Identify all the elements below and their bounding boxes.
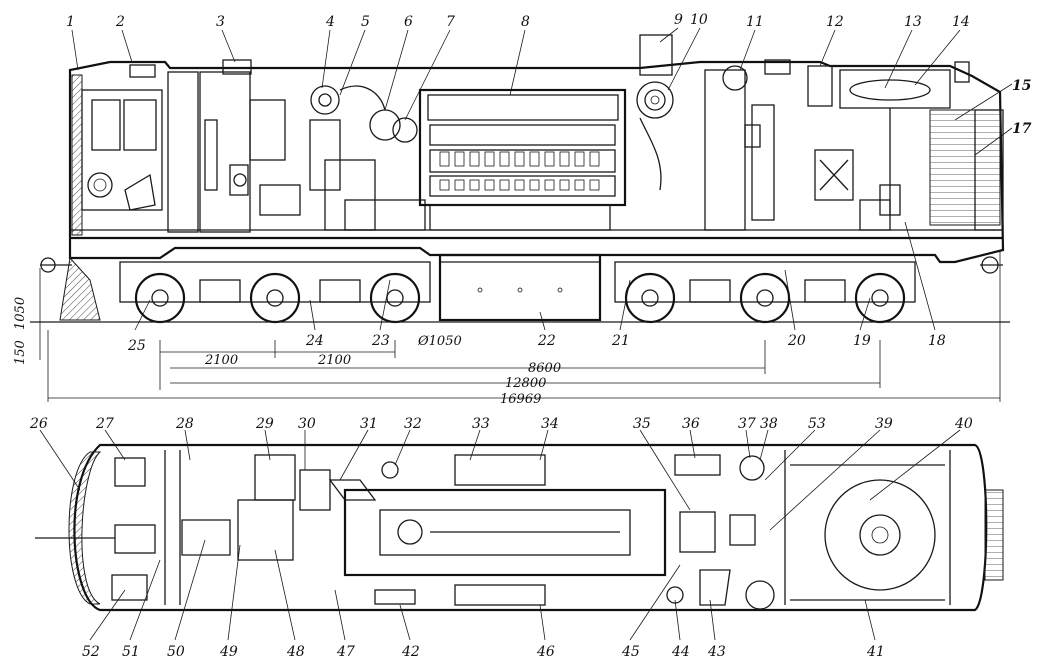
callout-8: 8 bbox=[521, 14, 530, 30]
callout-5: 5 bbox=[361, 14, 370, 30]
callout-42: 42 bbox=[401, 644, 420, 660]
callout-15: 15 bbox=[1012, 78, 1031, 94]
cooling-section bbox=[807, 61, 1004, 231]
callout-38: 38 bbox=[760, 416, 778, 432]
engine-plan bbox=[343, 488, 667, 577]
callout-48: 48 bbox=[286, 644, 305, 660]
callout-7: 7 bbox=[446, 14, 455, 30]
callout-34: 34 bbox=[541, 416, 559, 432]
dim-8600: 8600 bbox=[528, 361, 561, 376]
callout-12: 12 bbox=[826, 14, 844, 30]
callouts-bottom: 26 27 28 29 30 31 32 33 34 35 36 37 38 5… bbox=[29, 416, 973, 660]
diesel-engine bbox=[418, 88, 627, 231]
callout-51: 51 bbox=[122, 644, 140, 660]
callout-47: 47 bbox=[336, 644, 355, 660]
body-outline bbox=[68, 60, 1005, 264]
callout-36: 36 bbox=[682, 416, 700, 432]
callout-14: 14 bbox=[952, 14, 970, 30]
callout-28: 28 bbox=[175, 416, 194, 432]
callout-30: 30 bbox=[298, 416, 316, 432]
callout-45: 45 bbox=[621, 644, 640, 660]
callout-10: 10 bbox=[690, 12, 708, 28]
callout-6: 6 bbox=[404, 14, 413, 30]
callout-3: 3 bbox=[216, 14, 225, 30]
dim-12800: 12800 bbox=[505, 376, 546, 391]
plan-view bbox=[35, 443, 1004, 612]
front-pilot bbox=[40, 256, 1003, 321]
callout-53: 53 bbox=[808, 416, 826, 432]
callout-13: 13 bbox=[904, 14, 922, 30]
callout-35: 35 bbox=[633, 416, 651, 432]
callout-46: 46 bbox=[536, 644, 555, 660]
callout-29: 29 bbox=[255, 416, 274, 432]
callout-33: 33 bbox=[472, 416, 490, 432]
cab-left bbox=[71, 64, 163, 236]
fuel-tank bbox=[438, 253, 602, 322]
callout-19: 19 bbox=[853, 333, 871, 349]
callout-2: 2 bbox=[115, 14, 125, 30]
callout-1: 1 bbox=[66, 14, 75, 30]
engine-cylinders bbox=[439, 151, 600, 191]
callout-4: 4 bbox=[325, 14, 335, 30]
callout-52: 52 bbox=[82, 644, 100, 660]
dim-1050-height: 1050 bbox=[13, 297, 28, 330]
callout-39: 39 bbox=[875, 416, 893, 432]
dimension-lines: 2100 2100 Ø1050 8600 12800 16969 1050 15… bbox=[13, 250, 1001, 407]
callout-20: 20 bbox=[787, 333, 806, 349]
callout-17: 17 bbox=[1012, 121, 1032, 137]
callout-37: 37 bbox=[738, 416, 756, 432]
side-elevation bbox=[30, 34, 1010, 324]
callout-44: 44 bbox=[671, 644, 690, 660]
callout-9: 9 bbox=[674, 12, 683, 28]
callout-23: 23 bbox=[371, 333, 390, 349]
callout-50: 50 bbox=[167, 644, 185, 660]
callout-21: 21 bbox=[611, 333, 630, 349]
dim-150-height: 150 bbox=[13, 340, 28, 365]
callout-27: 27 bbox=[95, 416, 114, 432]
callout-41: 41 bbox=[866, 644, 885, 660]
callout-31: 31 bbox=[360, 416, 378, 432]
electrical-compartment bbox=[167, 59, 301, 233]
rear-bogie bbox=[614, 261, 916, 324]
aux-compartment bbox=[704, 59, 791, 231]
callout-40: 40 bbox=[954, 416, 973, 432]
dim-16969: 16969 bbox=[500, 392, 541, 407]
callout-49: 49 bbox=[219, 644, 238, 660]
callout-32: 32 bbox=[404, 416, 422, 432]
callout-22: 22 bbox=[537, 333, 556, 349]
aux-machines bbox=[309, 85, 426, 231]
callout-25: 25 bbox=[127, 338, 146, 354]
turbocharger bbox=[636, 34, 674, 191]
dim-2100-2: 2100 bbox=[317, 353, 351, 368]
callouts-top: 1 2 3 4 5 6 7 8 9 10 11 12 13 14 15 17 1… bbox=[66, 12, 1032, 354]
callout-11: 11 bbox=[746, 14, 764, 30]
dim-2100-1: 2100 bbox=[204, 353, 238, 368]
callout-18: 18 bbox=[928, 333, 946, 349]
callout-26: 26 bbox=[29, 416, 48, 432]
dim-wheel-diameter: Ø1050 bbox=[417, 334, 462, 349]
fan-plan bbox=[824, 479, 936, 591]
callout-24: 24 bbox=[305, 333, 324, 349]
callout-43: 43 bbox=[707, 644, 726, 660]
